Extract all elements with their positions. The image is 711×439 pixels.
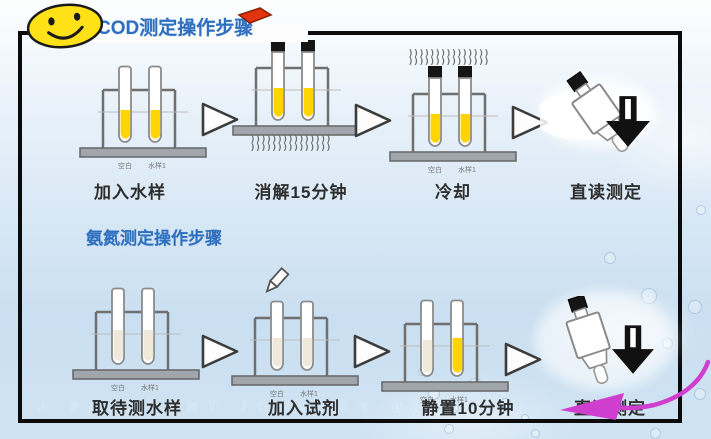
- tube-label-sample: 水样1: [148, 161, 166, 170]
- ammonia-step1-tube-rack: 空白 水样1: [72, 287, 200, 392]
- cod-step1-caption: 加入水样: [94, 183, 166, 202]
- cod-step2-tube-rack: [232, 40, 360, 136]
- bubble-decoration: [688, 300, 702, 314]
- tube-label-sample: 水样1: [458, 165, 476, 174]
- liquid-sample: [143, 330, 154, 361]
- tube-cap: [458, 66, 472, 78]
- heat-waves-above: ))))))))))))))) ))))))))))))))): [408, 49, 490, 67]
- slide-border-frame: [18, 31, 682, 423]
- liquid-sample: [460, 114, 471, 143]
- tube-label-sample: 水样1: [450, 395, 468, 404]
- step-arrow-icon: [201, 102, 239, 137]
- tube-label-blank: 空白: [111, 383, 125, 392]
- liquid-blank: [430, 114, 441, 143]
- cod-step4-caption: 直读测定: [570, 183, 642, 202]
- liquid-blank: [273, 88, 284, 117]
- ammonia-section-title: 氨氮测定操作步骤: [86, 229, 222, 248]
- tube-label-sample: 水样1: [300, 389, 318, 398]
- bubble-decoration: [500, 398, 511, 409]
- bubble-decoration: [696, 205, 706, 215]
- step-arrow-icon: [504, 342, 542, 377]
- ammonia-step2-caption: 加入试剂: [268, 399, 340, 418]
- cod-section-title: COD测定操作步骤: [97, 18, 254, 39]
- heat-waves-below: ))))))))))))))) ))))))))))))))): [250, 135, 332, 153]
- tube-label-blank: 空白: [420, 395, 434, 404]
- down-arrow-icon: [612, 325, 654, 374]
- liquid-sample: [150, 110, 161, 139]
- ammonia-photometer-icon: [565, 296, 611, 385]
- liquid-blank: [422, 340, 433, 373]
- tube-label-sample: 水样1: [141, 383, 159, 392]
- ammonia-step3-tube-rack: 空白 水样1: [381, 299, 509, 404]
- tube-cap: [271, 40, 285, 52]
- bubble-decoration: [604, 252, 616, 264]
- title-background-band: [46, 24, 308, 42]
- down-arrow-icon: [606, 96, 650, 147]
- bubble-decoration: [444, 424, 454, 434]
- bubble-decoration: [694, 388, 706, 400]
- step-arrow-icon: [353, 334, 391, 369]
- red-flag-icon: [237, 7, 273, 24]
- tube-label-blank: 空白: [270, 389, 284, 398]
- ammonia-step3-caption: 静置10分钟: [421, 399, 515, 418]
- liquid-blank: [120, 110, 131, 139]
- liquid-sample: [452, 338, 463, 373]
- ammonia-step2-tube-rack: 空白 水样1: [231, 300, 359, 398]
- liquid-sample: [302, 338, 313, 367]
- bubble-decoration: [531, 429, 540, 438]
- tube-label-blank: 空白: [428, 165, 442, 174]
- reagent-dropper-icon: [265, 266, 290, 293]
- tube-cap: [428, 66, 442, 78]
- step-arrow-icon: [511, 105, 549, 140]
- cod-step3-tube-rack: 空白 水样1: [389, 66, 517, 174]
- ammonia-step1-caption: 取待测水样: [92, 399, 182, 418]
- watermark-text: A PLEASANT JOURNEY BEGINS: [38, 399, 506, 415]
- tube-label-blank: 空白: [118, 161, 132, 170]
- liquid-blank: [113, 330, 124, 361]
- cod-step2-caption: 消解15分钟: [254, 183, 348, 202]
- pink-curved-arrow: [560, 359, 711, 420]
- liquid-sample: [303, 88, 314, 117]
- tube-cap: [301, 40, 315, 52]
- liquid-blank: [272, 338, 283, 367]
- smiley-face-icon: [26, 3, 104, 49]
- step-arrow-icon: [201, 334, 239, 369]
- step-arrow-icon: [354, 103, 392, 138]
- bubble-decoration: [450, 404, 459, 413]
- cod-step3-caption: 冷却: [435, 183, 471, 202]
- cod-step1-tube-rack: 空白 水样1: [79, 65, 207, 170]
